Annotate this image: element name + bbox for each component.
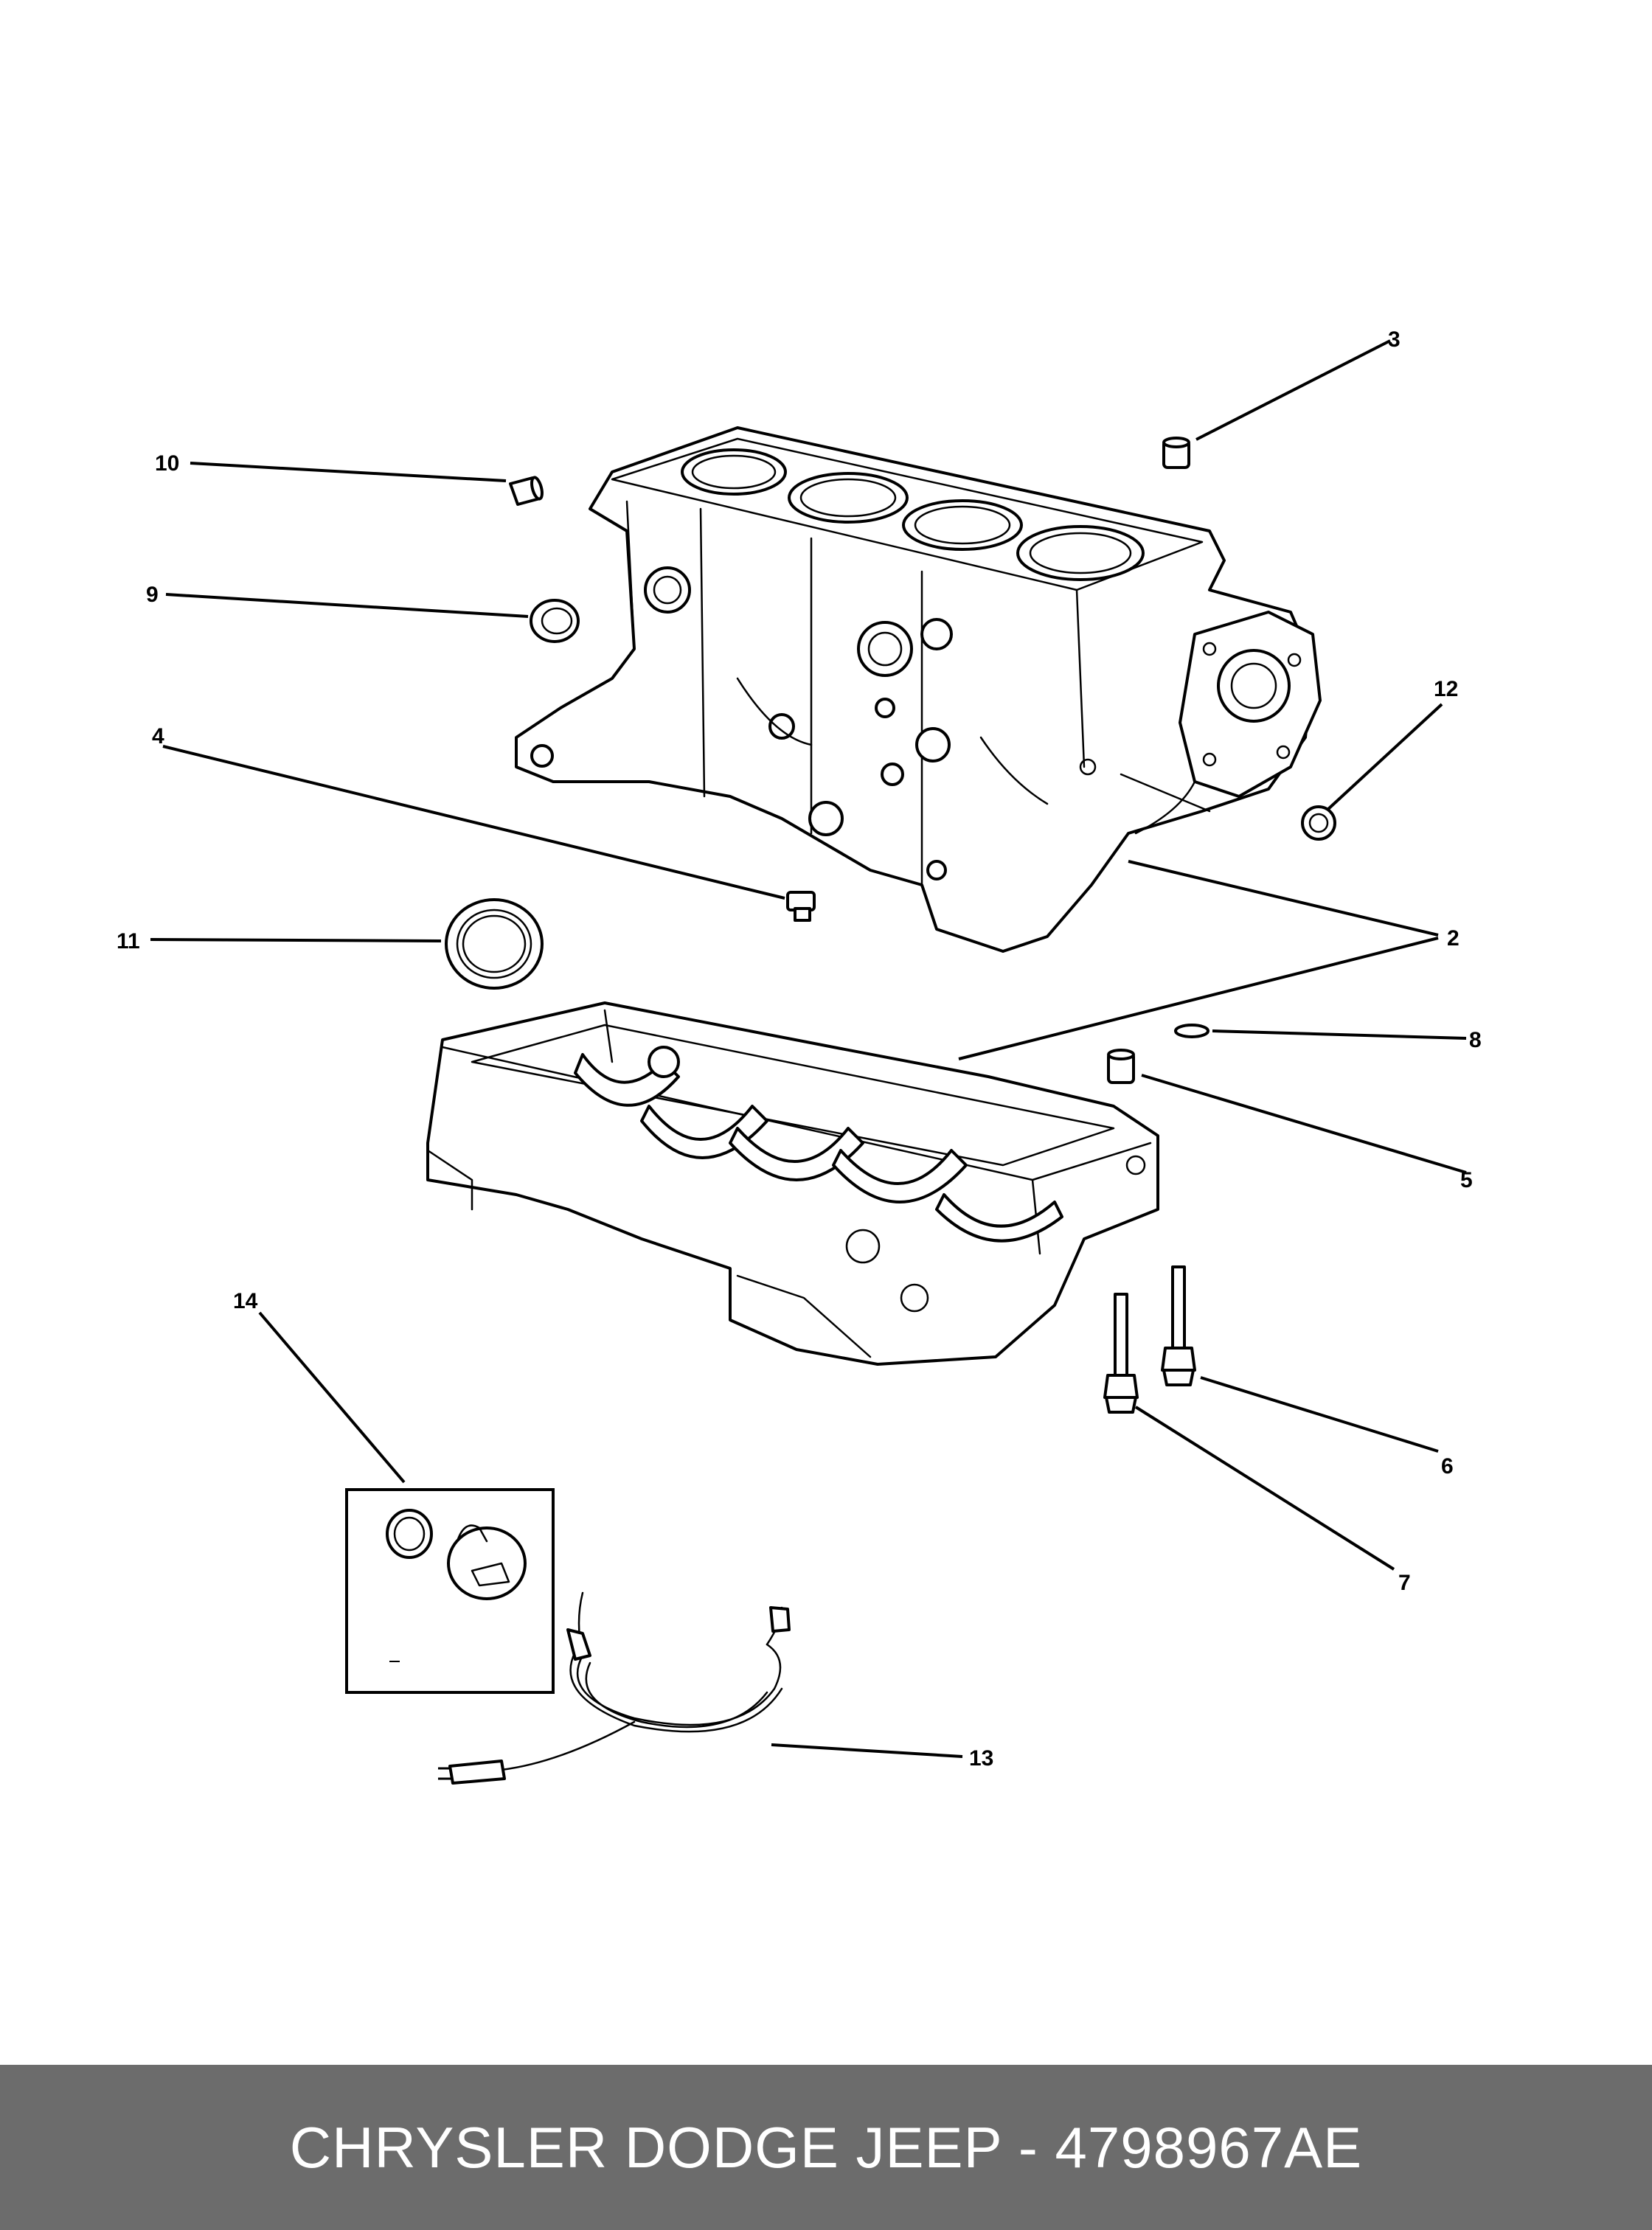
bolt-6	[1161, 1265, 1196, 1386]
bolt-7	[1103, 1293, 1139, 1414]
dowel-pin-3	[1162, 437, 1190, 469]
footer-title: CHRYSLER DODGE JEEP - 4798967AE	[289, 2114, 1363, 2180]
drain-plug-4	[786, 891, 816, 922]
callout-2: 2	[1447, 926, 1460, 951]
callout-11: 11	[117, 929, 140, 954]
callout-8: 8	[1469, 1028, 1482, 1052]
bedplate	[426, 1001, 1159, 1366]
callout-labels: 3 10 9 12 4 2 11 8 5 14 6 7 13	[117, 327, 1482, 1771]
callout-4: 4	[152, 724, 164, 748]
dowel-pin-10	[509, 476, 544, 506]
footer-banner: CHRYSLER DODGE JEEP - 4798967AE	[0, 2065, 1652, 2230]
o-ring-8	[1174, 1024, 1210, 1038]
callout-10: 10	[155, 451, 179, 476]
engine-block	[515, 426, 1322, 953]
plug-12	[1301, 805, 1336, 841]
callout-13: 13	[969, 1746, 993, 1771]
callout-6: 6	[1441, 1454, 1454, 1479]
heater-kit-14	[345, 1488, 555, 1694]
parts-diagram: 3 10 9 12 4 2 11 8 5 14 6 7 13	[117, 327, 1482, 1785]
callout-7: 7	[1398, 1571, 1411, 1595]
callout-9: 9	[146, 583, 159, 607]
rear-seal-11	[445, 898, 544, 990]
callout-5: 5	[1460, 1168, 1473, 1192]
leader-lines	[150, 339, 1467, 1758]
callout-3: 3	[1388, 327, 1401, 352]
callout-14: 14	[233, 1289, 258, 1313]
dowel-5	[1107, 1049, 1135, 1084]
seal-9	[530, 599, 580, 643]
heater-cord-13	[438, 1591, 791, 1785]
callout-12: 12	[1434, 677, 1458, 701]
